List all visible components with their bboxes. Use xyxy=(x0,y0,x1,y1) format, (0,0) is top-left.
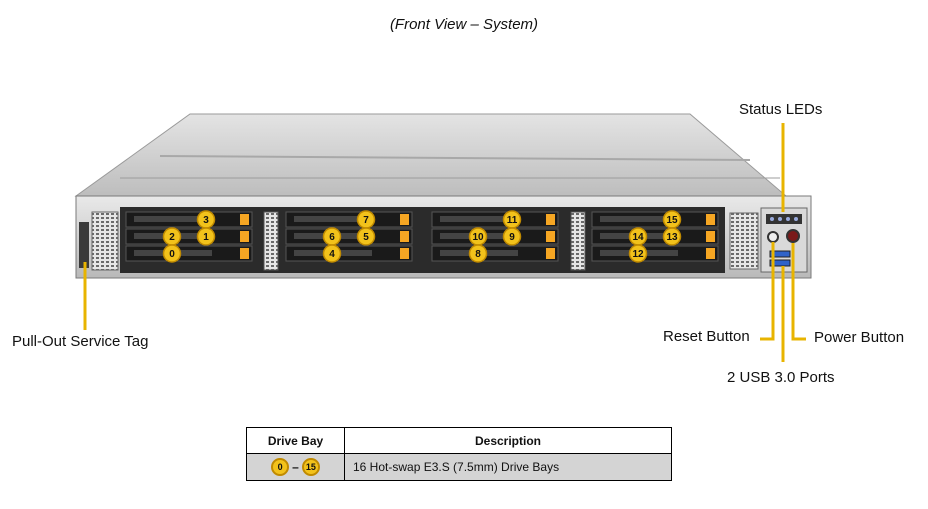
legend-header-drive-bay: Drive Bay xyxy=(246,427,345,454)
legend-badge-end: 15 xyxy=(301,458,320,476)
legend-header-row: Drive Bay Description xyxy=(246,427,672,454)
legend-header-description: Description xyxy=(344,427,672,454)
power-button xyxy=(786,229,800,243)
drive-number-badge xyxy=(662,227,682,246)
usb-port-1 xyxy=(769,250,791,258)
drive-number-label: 4 xyxy=(329,249,335,260)
status-leds-label: Status LEDs xyxy=(739,101,823,118)
chassis-top xyxy=(74,113,788,197)
drive-release-tab[interactable] xyxy=(706,231,715,242)
legend-bay-range-cell: 0 – 15 xyxy=(246,453,345,481)
drive-release-tab[interactable] xyxy=(546,214,555,225)
drive-release-tab[interactable] xyxy=(400,231,409,242)
status-led-1 xyxy=(770,217,774,221)
drive-release-tab[interactable] xyxy=(240,248,249,259)
drive-release-tab[interactable] xyxy=(240,231,249,242)
drive-number-label: 9 xyxy=(509,232,515,243)
usb-ports-label: 2 USB 3.0 Ports xyxy=(727,369,835,386)
legend-table: Drive Bay Description 0 – 15 16 Hot-swap… xyxy=(246,427,672,481)
legend-bay-range: 0 – 15 xyxy=(248,458,343,476)
status-led-3 xyxy=(786,217,790,221)
status-led-4 xyxy=(794,217,798,221)
drive-number-badge xyxy=(468,244,488,263)
drive-number-label: 15 xyxy=(666,215,678,226)
reset-button-leader xyxy=(760,242,775,341)
reset-button xyxy=(767,231,779,243)
reset-button-label: Reset Button xyxy=(663,328,750,345)
left-vent xyxy=(91,211,119,271)
drive-release-tab[interactable] xyxy=(706,248,715,259)
drive-release-tab[interactable] xyxy=(240,214,249,225)
divider-vent-1 xyxy=(263,211,279,271)
legend-row: 0 – 15 16 Hot-swap E3.S (7.5mm) Drive Ba… xyxy=(246,453,672,481)
drive-number-badge xyxy=(196,227,216,246)
drive-number-label: 5 xyxy=(363,232,369,243)
drive-number-label: 1 xyxy=(203,232,209,243)
chassis-top-seam xyxy=(159,155,751,161)
drive-number-label: 13 xyxy=(666,232,678,243)
drive-release-tab[interactable] xyxy=(706,214,715,225)
usb-port-2 xyxy=(769,259,791,267)
drive-number-badge xyxy=(322,244,342,263)
figure-caption: (Front View – System) xyxy=(389,16,539,33)
drive-number-label: 6 xyxy=(329,232,335,243)
drive-number-label: 12 xyxy=(632,249,644,260)
legend-badge-start: 0 xyxy=(271,458,290,476)
drive-release-tab[interactable] xyxy=(546,231,555,242)
legend-description: 16 Hot-swap E3.S (7.5mm) Drive Bays xyxy=(344,453,672,481)
drive-number-badge xyxy=(628,244,648,263)
pull-out-service-tag-label: Pull-Out Service Tag xyxy=(12,333,149,350)
drive-release-tab[interactable] xyxy=(400,248,409,259)
drive-number-badge xyxy=(356,227,376,246)
status-led-strip xyxy=(766,214,802,224)
pull-out-service-tag xyxy=(79,222,89,268)
drive-number-label: 0 xyxy=(169,249,175,260)
legend-dash: – xyxy=(292,460,299,474)
drive-number-label: 11 xyxy=(507,215,518,226)
drive-tray-handle xyxy=(294,216,372,222)
drive-number-label: 10 xyxy=(472,232,484,243)
divider-vent-2 xyxy=(570,211,586,271)
drive-number-label: 3 xyxy=(203,215,209,226)
drive-release-tab[interactable] xyxy=(546,248,555,259)
drive-number-badge xyxy=(162,244,182,263)
drive-number-label: 14 xyxy=(632,232,644,243)
status-led-2 xyxy=(778,217,782,221)
drive-tray-handle xyxy=(600,216,678,222)
drive-number-label: 8 xyxy=(475,249,481,260)
drive-number-label: 2 xyxy=(169,232,175,243)
right-vent xyxy=(729,212,759,270)
power-button-leader xyxy=(791,243,806,341)
drive-release-tab[interactable] xyxy=(400,214,409,225)
drive-number-label: 7 xyxy=(363,215,369,226)
drive-number-badge xyxy=(502,227,522,246)
drive-tray-handle xyxy=(440,216,518,222)
drive-tray-handle xyxy=(134,216,212,222)
power-button-label: Power Button xyxy=(814,329,905,346)
